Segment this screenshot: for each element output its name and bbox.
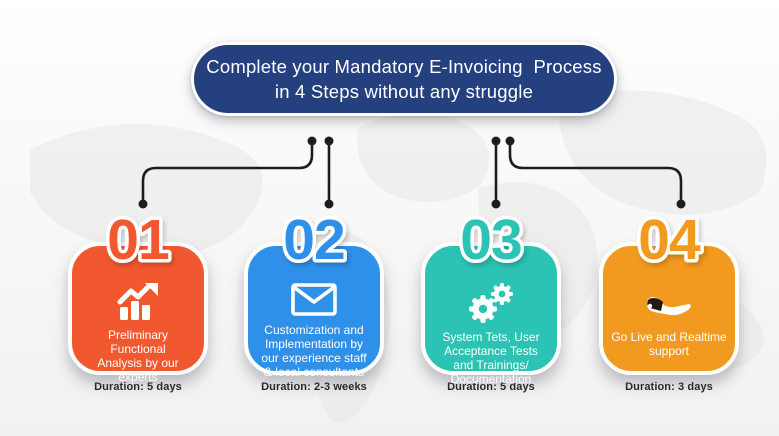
step1-card-body: Preliminary Functional Analysis by our e… <box>68 242 208 384</box>
step-card-3: System Tets, User Acceptance Tests and T… <box>421 207 561 402</box>
step3-duration: Duration: 5 days <box>447 381 535 393</box>
step2-description: Customization and Implementation by our … <box>261 323 367 379</box>
step4-card-body: Go Live and Realtime support <box>599 242 739 375</box>
title-banner: Complete your Mandatory E-Invoicing Proc… <box>191 42 617 116</box>
step2-duration: Duration: 2-3 weeks <box>261 381 367 393</box>
step4-duration: Duration: 3 days <box>625 381 713 393</box>
connector-step1 <box>141 139 314 206</box>
hand-support-icon <box>642 283 696 323</box>
growth-chart-icon <box>115 283 161 321</box>
step4-number: 04 <box>635 207 706 271</box>
step2-card-body: Customization and Implementation by our … <box>244 242 384 379</box>
connector-step4 <box>508 139 683 206</box>
step1-number: 01 <box>104 207 174 271</box>
step3-card-body: System Tets, User Acceptance Tests and T… <box>421 242 561 386</box>
step-card-1: Preliminary Functional Analysis by our e… <box>68 207 208 402</box>
step1-description: Preliminary Functional Analysis by our e… <box>97 328 179 384</box>
step4-description: Go Live and Realtime support <box>611 330 727 358</box>
svg-text:02: 02 <box>283 208 344 271</box>
banner-title-line1: Complete your Mandatory E-Invoicing Proc… <box>206 56 602 77</box>
step3-number: 03 <box>457 207 526 271</box>
step-card-2: Customization and Implementation by our … <box>244 207 384 402</box>
svg-text:04: 04 <box>638 208 701 271</box>
gears-icon <box>466 283 516 323</box>
svg-text:03: 03 <box>460 208 521 271</box>
step1-duration: Duration: 5 days <box>94 381 182 393</box>
banner-title-line2: in 4 Steps without any struggle <box>274 81 534 102</box>
step2-number: 02 <box>280 207 349 271</box>
envelope-icon <box>291 283 337 316</box>
svg-text:01: 01 <box>107 208 169 271</box>
step-card-4: Go Live and Realtime support 04 Duration… <box>599 207 739 402</box>
step3-description: System Tets, User Acceptance Tests and T… <box>442 330 540 386</box>
